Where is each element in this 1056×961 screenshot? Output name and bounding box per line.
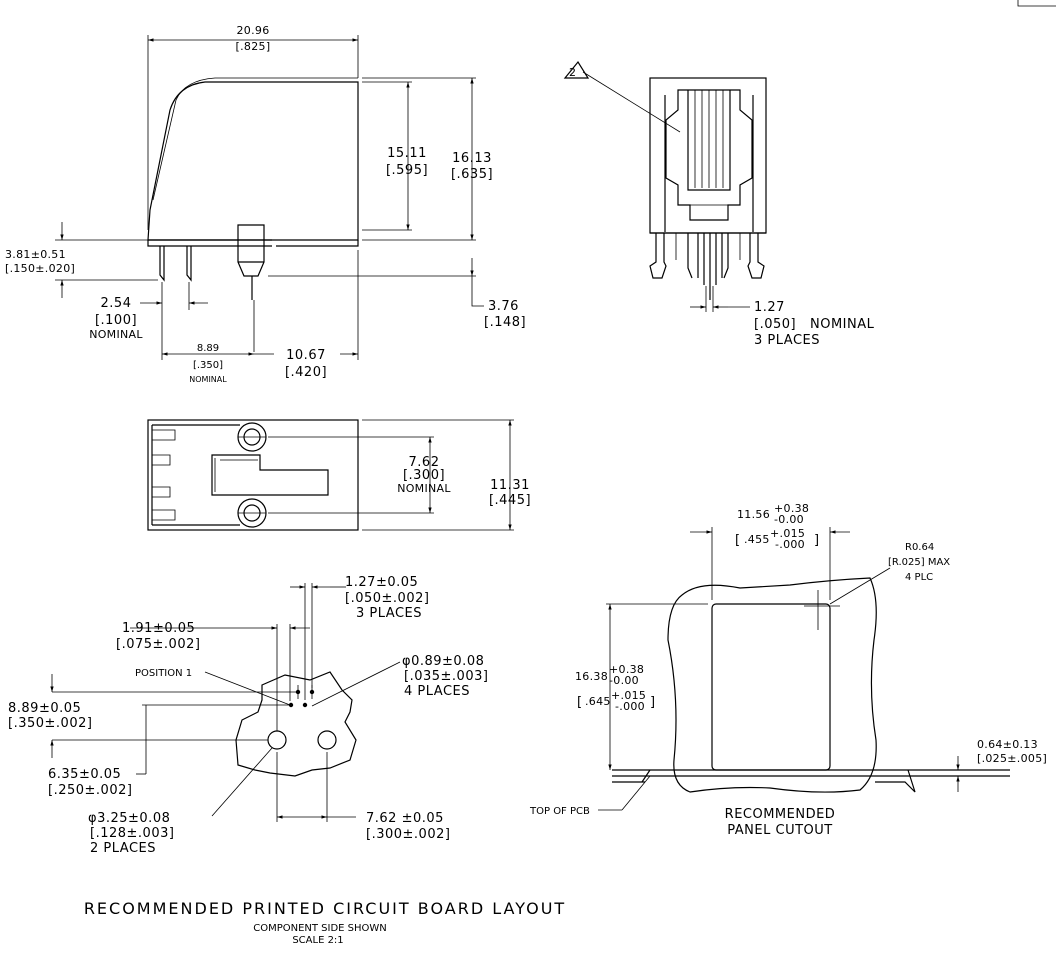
pcb-hole-big-in: [.128±.003] [90, 826, 174, 841]
panel-w-in: .455 [744, 533, 770, 546]
panel-h-in-minus: -.000 [615, 700, 645, 713]
pcb-hole-small-in: [.035±.003] [404, 669, 488, 684]
panel-h-tol-plus: +0.38 [609, 663, 644, 676]
panel-w-tol-plus: +0.38 [774, 502, 809, 515]
side-pitch-in: [.100] [95, 313, 137, 328]
pcb-hole-big: φ3.25±0.08 [88, 811, 170, 826]
pcb-d3-in: [.350±.002] [8, 716, 92, 731]
side-off1-mm: 8.89 [197, 343, 219, 354]
panel-radius-in: [R.025] MAX [888, 557, 950, 568]
panel-cutout-label-2: PANEL CUTOUT [727, 823, 832, 838]
panel-cutout-view [598, 527, 1010, 811]
pcb-hole-big-note: 2 PLACES [90, 841, 156, 856]
panel-h-in-plus: +.015 [611, 689, 646, 702]
top-spacing-note: NOMINAL [397, 482, 451, 495]
panel-gap: 0.64±0.13 [977, 738, 1038, 751]
panel-h-bracket-r: ] [650, 695, 656, 710]
top-depth-mm: 11.31 [490, 478, 530, 493]
side-off1-note: NOMINAL [189, 375, 227, 384]
pcb-hole-small: φ0.89±0.08 [402, 654, 484, 669]
front-callout: 2 [569, 66, 576, 79]
front-view [563, 60, 767, 312]
panel-h-tol-minus: -0.00 [609, 674, 639, 687]
side-width-in: [.825] [236, 40, 271, 53]
side-off2-mm: 10.67 [286, 348, 326, 363]
panel-pcb-label: TOP OF PCB [529, 806, 590, 817]
pcb-d4-in: [.250±.002] [48, 783, 132, 798]
pcb-d5-in: [.300±.002] [366, 827, 450, 842]
side-pitch-mm: 2.54 [101, 296, 132, 311]
panel-radius: R0.64 [905, 542, 934, 553]
footer-sub: COMPONENT SIDE SHOWN [253, 923, 387, 934]
panel-cutout-label-1: RECOMMENDED [725, 807, 836, 822]
side-pin-len: 3.81±0.51 [5, 248, 66, 261]
side-h1-mm: 15.11 [387, 146, 427, 161]
pcb-d1: 1.27±0.05 [345, 575, 418, 590]
top-view [147, 419, 514, 531]
pcb-d3: 8.89±0.05 [8, 701, 81, 716]
pcb-position-label: POSITION 1 [135, 668, 192, 679]
side-h2-in: [.635] [451, 167, 493, 182]
side-post-mm: 3.76 [488, 299, 519, 314]
side-pitch-note: NOMINAL [89, 328, 143, 341]
sheet-corner-mark [1017, 0, 1056, 7]
pcb-d2: 1.91±0.05 [122, 621, 195, 636]
top-spacing-mm: 7.62 [409, 455, 440, 470]
panel-h-bracket-l: [ [577, 695, 583, 710]
panel-w-tol-minus: -0.00 [774, 513, 804, 526]
footer-scale: SCALE 2:1 [292, 935, 343, 946]
side-post-in: [.148] [484, 315, 526, 330]
panel-w-in-plus: +.015 [770, 527, 805, 540]
footer-title: RECOMMENDED PRINTED CIRCUIT BOARD LAYOUT [84, 899, 566, 918]
pcb-d5: 7.62 ±0.05 [366, 811, 444, 826]
panel-h: 16.38 [575, 670, 608, 683]
panel-w-bracket-r: ] [814, 533, 820, 548]
front-pitch-in: [.050] [754, 317, 796, 332]
panel-h-in: .645 [585, 695, 611, 708]
side-pin-len-in: [.150±.020] [5, 262, 75, 275]
pcb-layout-view [50, 583, 401, 822]
side-width-mm: 20.96 [237, 24, 270, 37]
front-pitch-note: NOMINAL [810, 317, 875, 332]
pcb-d4: 6.35±0.05 [48, 767, 121, 782]
side-h2-mm: 16.13 [452, 151, 492, 166]
front-places: 3 PLACES [754, 333, 820, 348]
panel-w-in-minus: -.000 [775, 538, 805, 551]
panel-w: 11.56 [737, 508, 770, 521]
side-off2-in: [.420] [285, 365, 327, 380]
side-view [55, 35, 484, 360]
pcb-d1-in: [.050±.002] [345, 591, 429, 606]
panel-gap-in: [.025±.005] [977, 752, 1047, 765]
top-spacing-in: [.300] [403, 468, 445, 483]
side-h1-in: [.595] [386, 163, 428, 178]
panel-radius-note: 4 PLC [905, 572, 933, 583]
pcb-d1-note: 3 PLACES [356, 606, 422, 621]
panel-w-bracket-l: [ [735, 533, 741, 548]
side-off1-in: [.350] [193, 360, 223, 371]
front-pitch-mm: 1.27 [754, 300, 785, 315]
pcb-d2-in: [.075±.002] [116, 637, 200, 652]
pcb-hole-small-note: 4 PLACES [404, 684, 470, 699]
top-depth-in: [.445] [489, 493, 531, 508]
